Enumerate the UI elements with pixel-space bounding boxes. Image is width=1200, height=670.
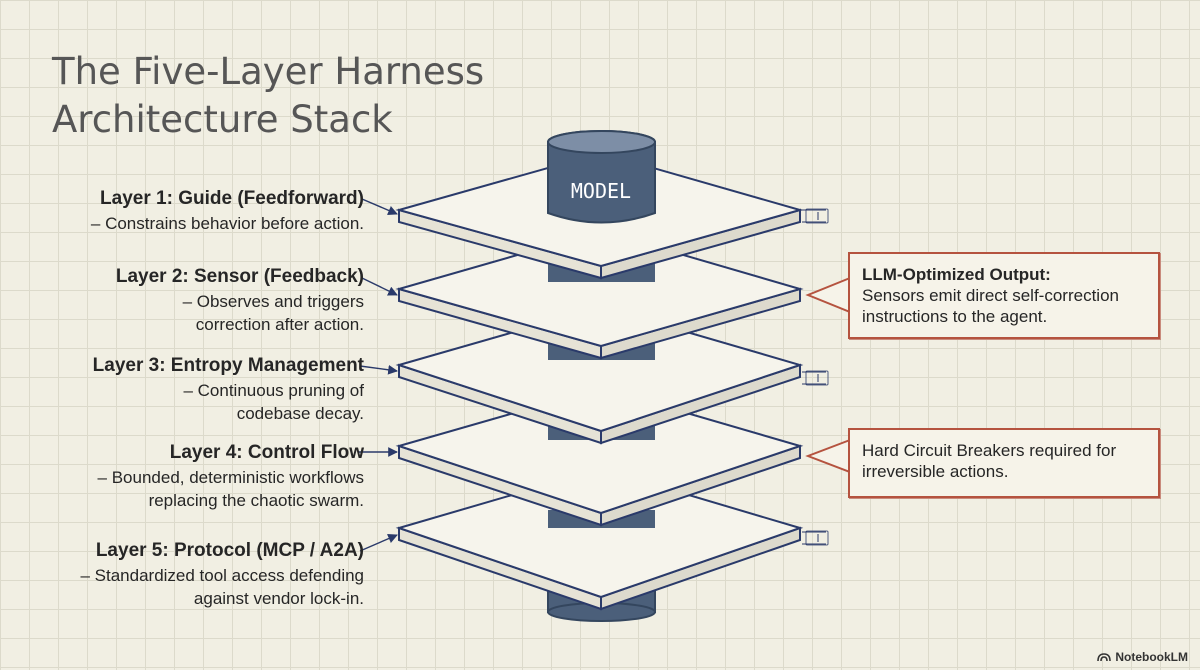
callout-2-pointer	[805, 438, 851, 474]
layer-3-name: Layer 3: Entropy Management	[92, 355, 364, 376]
layer-4-label: Layer 4: Control Flow – Bounded, determi…	[24, 440, 364, 512]
thickness-marker-1	[802, 208, 829, 224]
model-cylinder-top	[547, 130, 656, 224]
layer-2-desc: – Observes and triggers correction after…	[182, 292, 364, 334]
layer-3-desc: – Continuous pruning of codebase decay.	[183, 381, 364, 423]
page-title: The Five-Layer Harness Architecture Stac…	[52, 48, 484, 144]
callout-1-pointer	[805, 276, 851, 314]
layer-1-arrow	[361, 198, 398, 216]
brand-mark: NotebookLM	[1097, 650, 1188, 664]
layer-2-name: Layer 2: Sensor (Feedback)	[115, 266, 364, 287]
brand-label: NotebookLM	[1115, 650, 1188, 664]
thickness-marker-5	[802, 530, 829, 546]
layer-5-desc: – Standardized tool access defending aga…	[80, 566, 364, 608]
layer-4-plate	[395, 386, 804, 527]
callout-1-title: LLM-Optimized Output:	[862, 265, 1051, 284]
title-line-1: The Five-Layer Harness	[52, 50, 485, 93]
layer-1-desc: – Constrains behavior before action.	[90, 214, 364, 233]
layer-2-label: Layer 2: Sensor (Feedback) – Observes an…	[116, 264, 364, 336]
thickness-marker-3	[802, 370, 829, 386]
callout-1-text: Sensors emit direct self-correction inst…	[862, 286, 1119, 326]
layer-3-label: Layer 3: Entropy Management – Continuous…	[93, 353, 364, 425]
layer-4-name: Layer 4: Control Flow	[169, 442, 364, 463]
layer-4-desc: – Bounded, deterministic workflows repla…	[97, 468, 364, 510]
layer-1-label: Layer 1: Guide (Feedforward) – Constrain…	[24, 186, 364, 235]
layer-5-arrow	[359, 534, 398, 552]
title-line-2: Architecture Stack	[52, 98, 393, 141]
notebooklm-logo-icon	[1097, 653, 1112, 662]
layer-3-arrow	[359, 364, 398, 375]
layer-2-plate	[395, 229, 804, 360]
layer-2-arrow	[361, 277, 398, 296]
layer-5-label: Layer 5: Protocol (MCP / A2A) – Standard…	[64, 538, 364, 610]
layer-3-plate	[395, 305, 804, 445]
callout-circuit-breakers: Hard Circuit Breakers required for irrev…	[848, 428, 1160, 498]
layer-5-name: Layer 5: Protocol (MCP / A2A)	[95, 540, 364, 561]
callout-2-text: Hard Circuit Breakers required for irrev…	[862, 441, 1117, 481]
callout-llm-output: LLM-Optimized Output: Sensors emit direc…	[848, 252, 1160, 339]
model-label: MODEL	[571, 179, 631, 203]
layer-1-name: Layer 1: Guide (Feedforward)	[100, 188, 364, 209]
